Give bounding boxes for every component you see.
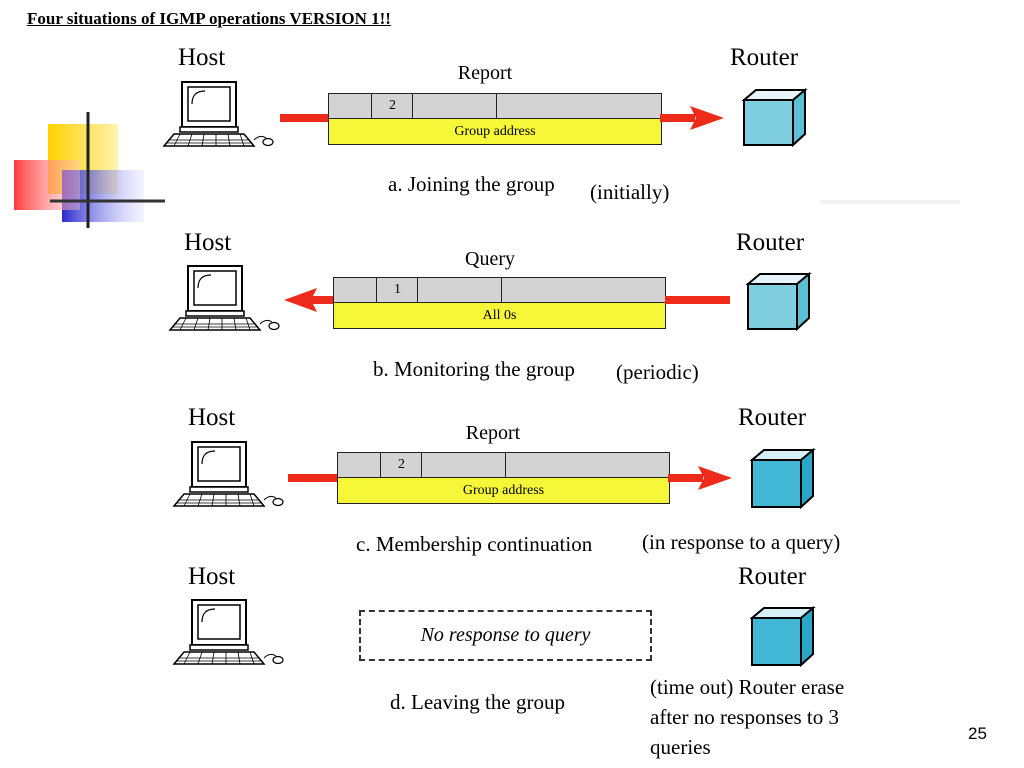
page-number: 25 (968, 724, 987, 743)
caption-c: c. Membership continuation (356, 532, 593, 556)
arrow-left-segment-c (288, 474, 338, 482)
note-b: (periodic) (616, 360, 699, 384)
router-label-a: Router (730, 44, 799, 71)
slide-title: Four situations of IGMP operations VERSI… (27, 9, 391, 28)
type-field-value: 1 (394, 282, 401, 297)
computer-icon (172, 599, 284, 665)
packet-header-row: 2 (328, 93, 662, 119)
arrow-right-icon (660, 106, 724, 130)
caption-a: a. Joining the group (388, 172, 555, 196)
host-label-a: Host (178, 44, 226, 71)
type-field-value: 2 (398, 457, 405, 472)
arrow-right-icon (668, 466, 732, 490)
router-label-c: Router (738, 404, 807, 431)
group-address-field: Group address (337, 477, 670, 504)
caption-b: b. Monitoring the group (373, 357, 575, 381)
computer-icon (168, 265, 280, 331)
decorative-line (820, 200, 960, 204)
packet-header-row: 1 (333, 277, 666, 303)
host-label-b: Host (184, 229, 232, 256)
packet-header-row: 2 (337, 452, 670, 478)
host-label-c: Host (188, 404, 236, 431)
router-icon (750, 448, 816, 510)
router-label-d: Router (738, 563, 807, 590)
note-d-line-1: (time out) Router erase (650, 675, 845, 699)
caption-d: d. Leaving the group (390, 690, 565, 714)
decorative-squares-logo (14, 112, 165, 228)
igmp-packet-a: 2 Group address (328, 93, 662, 145)
message-type-label-c: Report (465, 422, 521, 444)
note-d-line-3: queries (650, 735, 711, 759)
group-address-field: Group address (328, 118, 662, 145)
type-field-value: 2 (389, 98, 396, 113)
message-type-label-a: Report (457, 62, 513, 84)
igmp-packet-c: 2 Group address (337, 452, 670, 505)
router-icon (746, 272, 812, 332)
igmp-packet-b: 1 All 0s (333, 277, 666, 329)
arrow-left-icon (284, 288, 338, 312)
group-address-field: All 0s (333, 302, 666, 329)
message-type-label-b: Query (465, 248, 515, 270)
router-icon (750, 606, 816, 668)
computer-icon (172, 441, 284, 507)
note-a: (initially) (590, 180, 670, 204)
router-label-b: Router (736, 229, 805, 256)
note-d-line-2: after no responses to 3 (650, 705, 839, 729)
arrow-right-segment-b (665, 296, 730, 304)
no-response-box: No response to query (359, 610, 652, 661)
computer-icon (162, 81, 274, 147)
note-c: (in response to a query) (642, 530, 841, 554)
router-icon (742, 88, 808, 148)
host-label-d: Host (188, 563, 236, 590)
arrow-left-segment-a (280, 114, 330, 122)
